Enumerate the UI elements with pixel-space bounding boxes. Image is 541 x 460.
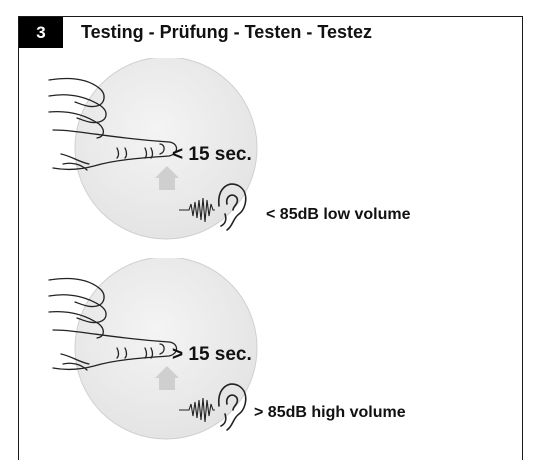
press-duration-label: < 15 sec.	[172, 144, 252, 165]
test-panel-long-press: > 15 sec. > 85dB high volume	[19, 258, 522, 448]
hand-pressing-icon	[48, 77, 178, 171]
section-title: Testing - Prüfung - Testen - Testez	[81, 22, 373, 42]
detector-illustration	[48, 258, 258, 440]
detector-illustration	[48, 58, 258, 240]
volume-label: < 85dB low volume	[266, 206, 411, 223]
smoke-detector-disc	[74, 58, 258, 240]
ear-icon	[218, 183, 247, 231]
house-icon	[155, 366, 179, 390]
test-panel-short-press: < 15 sec. < 85dB low volume	[19, 58, 522, 248]
house-icon	[155, 166, 179, 190]
hand-pressing-icon	[48, 277, 178, 371]
ear-icon	[218, 383, 247, 431]
section-header: 3 Testing - Prüfung - Testen - Testez	[19, 17, 522, 48]
sound-wave-icon	[179, 197, 215, 223]
section-frame	[18, 16, 523, 460]
step-badge: 3	[19, 17, 63, 48]
volume-label: > 85dB high volume	[254, 404, 406, 421]
press-duration-label: > 15 sec.	[172, 344, 252, 365]
sound-wave-icon	[179, 397, 215, 423]
smoke-detector-disc	[74, 258, 258, 440]
